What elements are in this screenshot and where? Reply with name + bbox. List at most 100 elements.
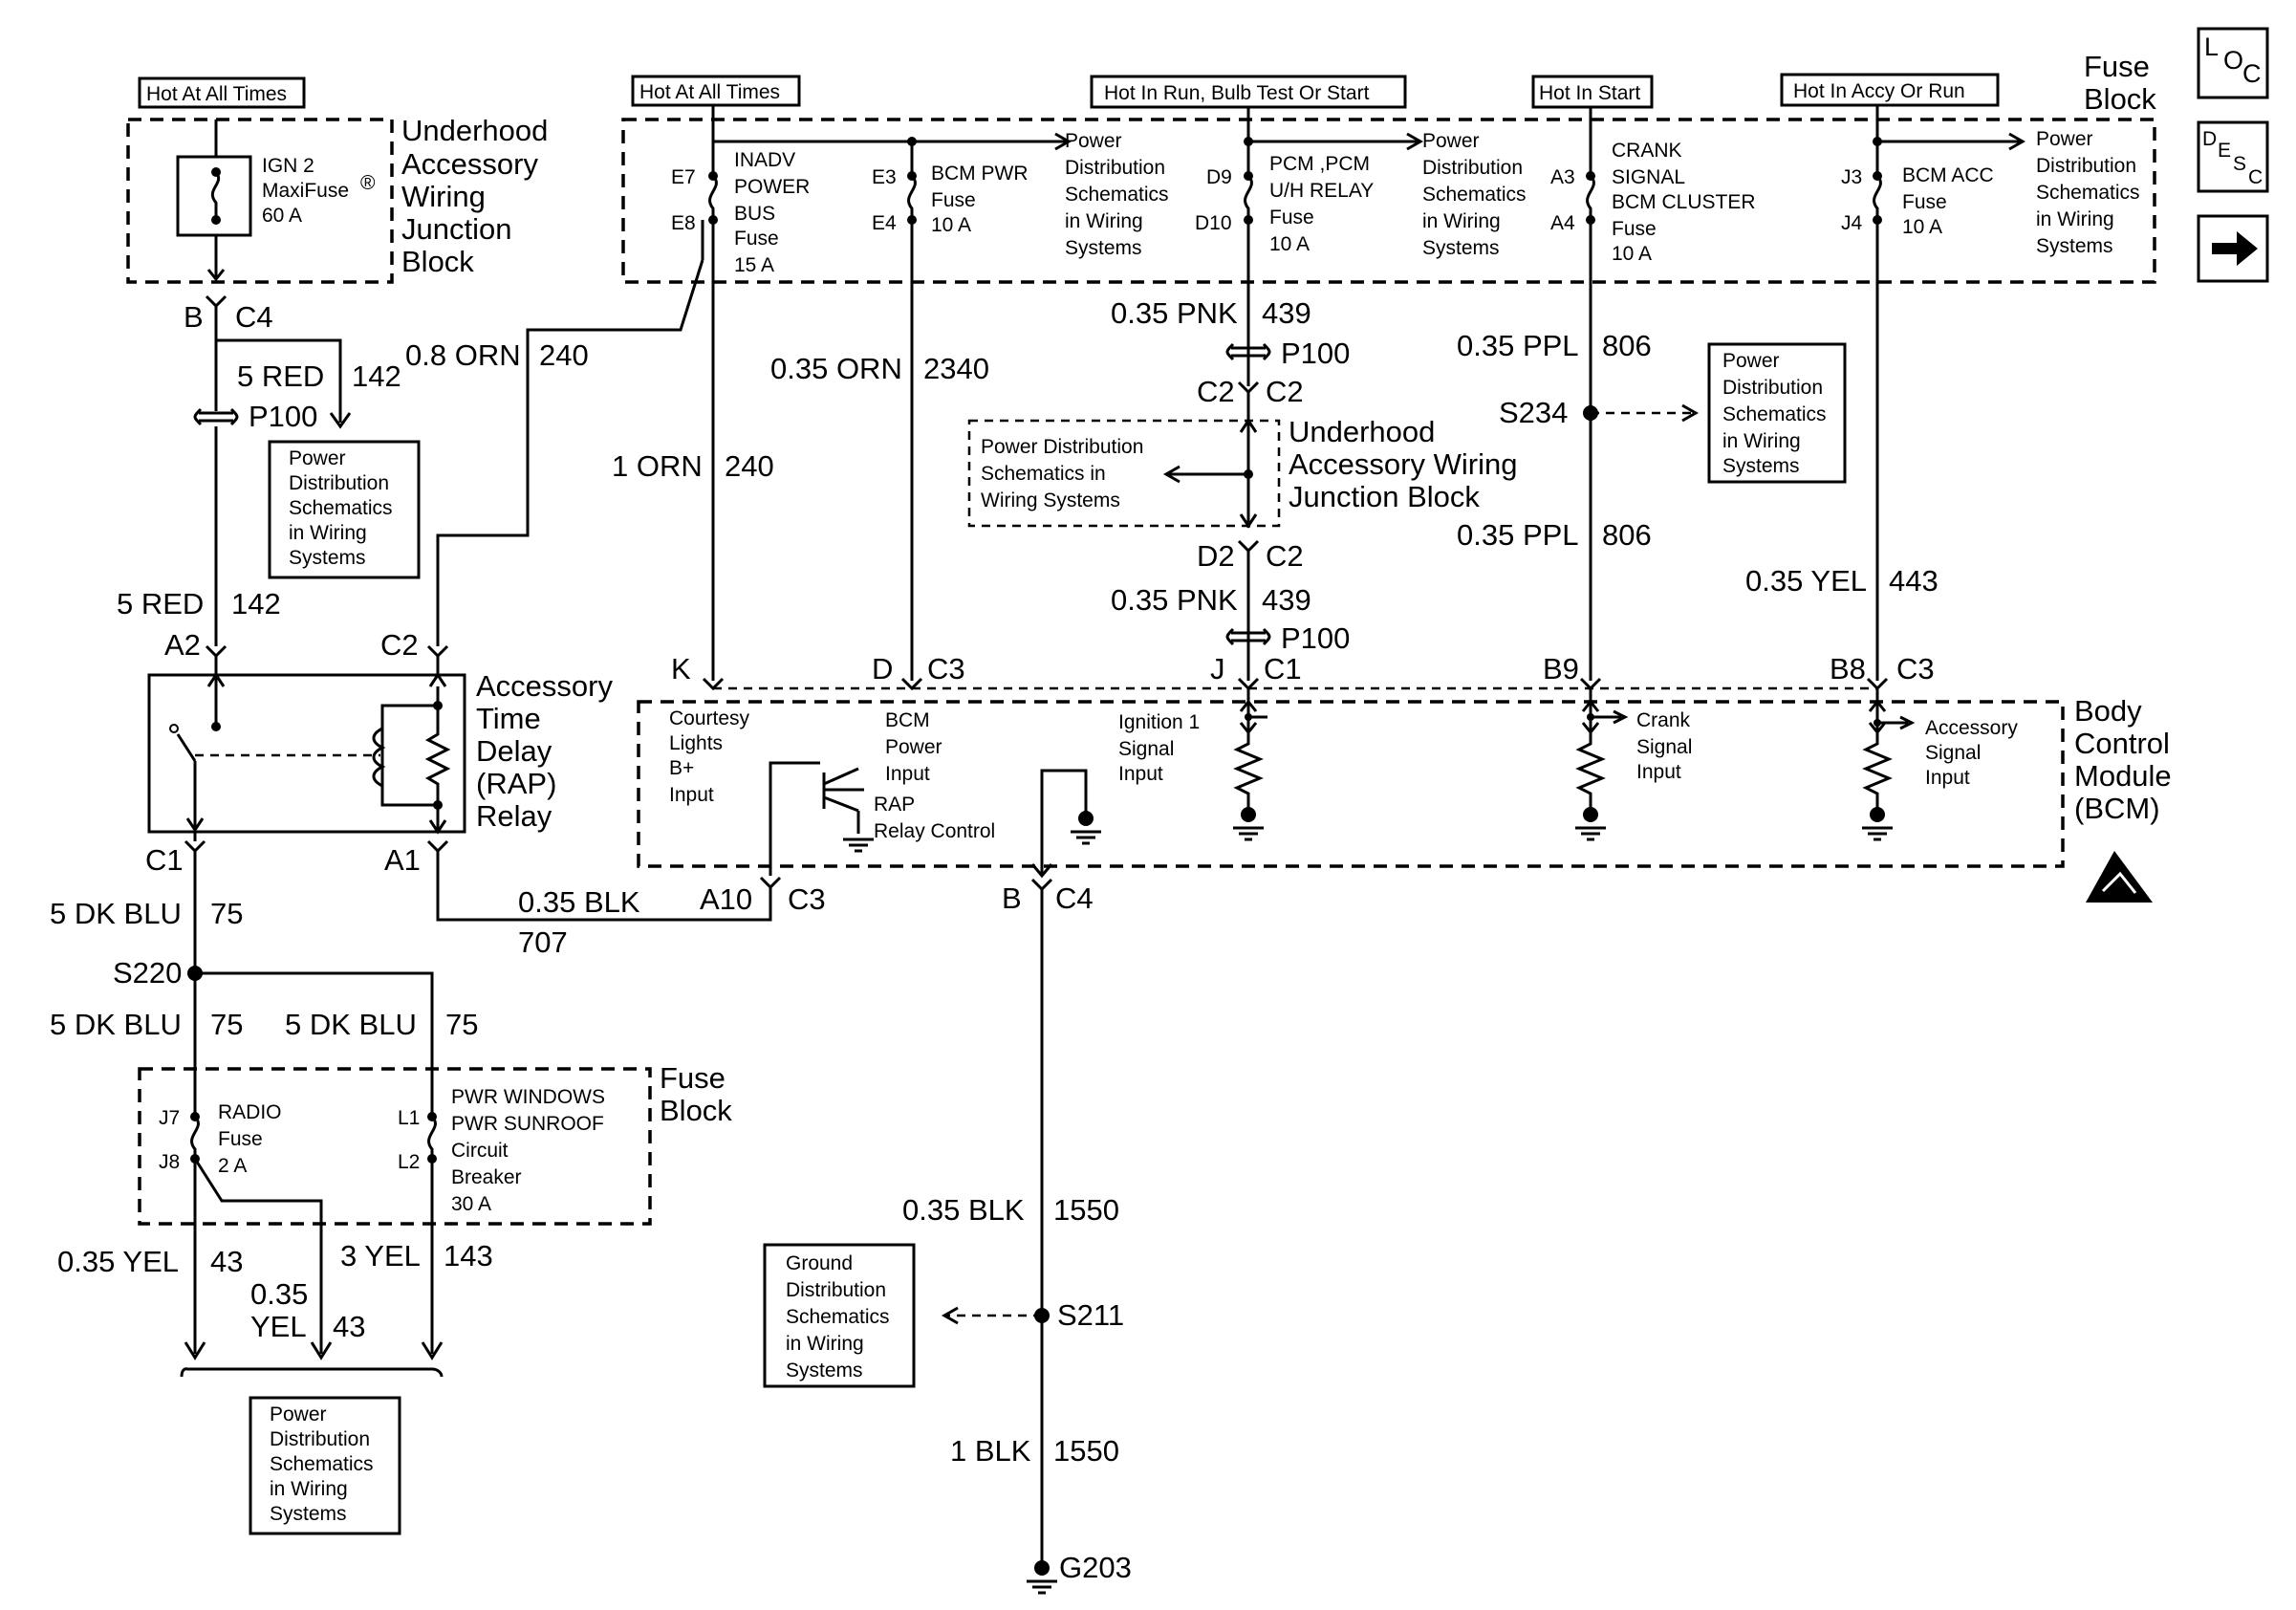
svg-text:J7: J7: [159, 1107, 180, 1129]
svg-text:E8: E8: [671, 212, 696, 234]
svg-text:POWER: POWER: [734, 176, 810, 198]
wire-number-143: 143: [444, 1239, 493, 1273]
svg-text:BCM ACC: BCM ACC: [1902, 164, 1994, 186]
svg-text:U/H RELAY: U/H RELAY: [1269, 180, 1374, 202]
wire-label-5dkblu-3: 5 DK BLU: [285, 1008, 417, 1041]
connector-c3-label-2: C3: [1896, 652, 1935, 685]
hot-label-box-1: [138, 76, 306, 109]
output-bracket: [180, 1367, 444, 1378]
circuit-1550: B C4 0.35 BLK 1550 S211 Ground Distribut…: [763, 878, 1132, 1595]
svg-text:A3: A3: [1550, 166, 1575, 188]
bcm-border: [637, 700, 2065, 868]
svg-text:D10: D10: [1195, 212, 1232, 234]
svg-text:A4: A4: [1550, 212, 1575, 234]
svg-text:10 A: 10 A: [1269, 233, 1310, 255]
svg-text:E3: E3: [872, 166, 897, 188]
connector-c4-symbol: [205, 294, 227, 309]
svg-text:Fuse: Fuse: [1269, 207, 1314, 228]
wire-number-75-3: 75: [445, 1008, 478, 1041]
hot-labels: Hot At All Times Hot At All Times Hot In…: [138, 73, 2000, 109]
connector-c1-label-bcm: C1: [1264, 652, 1302, 685]
top-wire-labels: 0.35 ORN 2340 1 ORN 240: [612, 352, 989, 483]
svg-text:Fuse: Fuse: [734, 228, 779, 250]
desc-icon[interactable]: D E S C: [2197, 120, 2269, 193]
svg-text:Systems: Systems: [289, 547, 366, 569]
svg-text:J8: J8: [159, 1151, 180, 1173]
relay-resistor: [424, 706, 451, 832]
fuse-block-bottom-title-2: Block: [660, 1094, 732, 1127]
wire-label-035ppl-1: 0.35 PPL: [1457, 329, 1579, 362]
wire-label-035ppl-2: 0.35 PPL: [1457, 518, 1579, 552]
crank-fuse-element: [1586, 174, 1595, 220]
relay-coil: [372, 727, 386, 788]
connector-c2-relay-label: C2: [380, 628, 419, 662]
wire-number-2340: 2340: [923, 352, 989, 385]
wire-label-035yel-2b: YEL: [250, 1310, 307, 1343]
svg-text:Power: Power: [1722, 350, 1780, 372]
wire-number-240-b: 240: [725, 449, 774, 483]
maxifuse-label-3: 60 A: [262, 205, 302, 227]
bcm-connectors: K D C3 J C1 B9 B8 C3: [671, 652, 1935, 691]
fuse-block-top-title-2: Block: [2084, 82, 2156, 116]
connector-c4-label: C4: [235, 300, 273, 334]
svg-text:Courtesy: Courtesy: [669, 707, 750, 729]
pds-box-right: [1707, 342, 1847, 484]
next-arrow-icon[interactable]: [2197, 214, 2269, 283]
relay-title-3: Delay: [476, 734, 552, 768]
bcm-title-2: Control: [2074, 727, 2170, 760]
wire-number-1550-1: 1550: [1053, 1193, 1119, 1227]
wire-label-035pnk-1: 0.35 PNK: [1111, 296, 1238, 330]
relay-body: [147, 673, 466, 834]
fuse-block-top-title-1: Fuse: [2084, 50, 2150, 83]
svg-text:Fuse: Fuse: [1612, 218, 1657, 240]
svg-text:E4: E4: [872, 212, 897, 234]
ground-g203-label: G203: [1059, 1551, 1132, 1584]
wire-label-035yel-2a: 0.35: [250, 1277, 308, 1311]
svg-text:S: S: [2233, 153, 2246, 175]
underhood-mid-title-2: Accessory Wiring: [1289, 447, 1517, 481]
pcm-fuse-element: [1244, 174, 1253, 220]
circuit-806: 0.35 PPL 806 S234 Power Distribution Sch…: [1457, 220, 1847, 681]
svg-text:CRANK: CRANK: [1612, 140, 1682, 162]
svg-text:Input: Input: [669, 784, 714, 806]
svg-text:E: E: [2218, 140, 2231, 162]
circuit-707-and-75: 0.35 BLK 707 A10 C3 5 DK BLU 75 S220 5 D…: [50, 851, 826, 1078]
wire-label-5dkblu-1: 5 DK BLU: [50, 897, 182, 930]
wire-number-240: 240: [539, 338, 589, 372]
svg-text:RADIO: RADIO: [218, 1101, 282, 1123]
relay-title-1: Accessory: [476, 669, 613, 703]
hot-label-run: Hot In Run, Bulb Test Or Start: [1104, 82, 1370, 104]
svg-text:in Wiring: in Wiring: [270, 1478, 348, 1500]
svg-text:Breaker: Breaker: [451, 1166, 522, 1188]
connector-c4-bcm-label: C4: [1055, 881, 1094, 915]
underhood-mid-title-1: Underhood: [1289, 415, 1435, 448]
svg-text:Crank: Crank: [1636, 709, 1691, 731]
bcm-title-3: Module: [2074, 759, 2172, 793]
svg-text:BCM: BCM: [885, 709, 930, 731]
connector-c1-relay-label: C1: [145, 843, 184, 877]
svg-text:Accessory: Accessory: [1925, 717, 2018, 739]
svg-text:Schematics: Schematics: [270, 1453, 374, 1475]
loc-icon[interactable]: L O C: [2197, 27, 2269, 99]
svg-text:Power Distribution: Power Distribution: [981, 436, 1143, 458]
inadv-fuse-element: [708, 174, 718, 220]
nav-icons: L O C D E S C: [2197, 27, 2269, 283]
wire-label-035yel-1: 0.35 YEL: [57, 1245, 179, 1278]
svg-text:Power: Power: [885, 736, 942, 758]
svg-text:Distribution: Distribution: [1422, 157, 1523, 179]
connector-c2-label-3: C2: [1266, 539, 1304, 573]
wire-number-43-1: 43: [210, 1245, 243, 1278]
wire-label-3yel: 3 YEL: [340, 1239, 421, 1273]
svg-text:Fuse: Fuse: [1902, 191, 1947, 213]
hot-label-always-2: Hot At All Times: [639, 81, 780, 103]
svg-text:B+: B+: [669, 757, 694, 779]
circuit-439: 0.35 PNK 439 P100 C2 C2 Power Distributi…: [967, 220, 1517, 681]
hot-label-accy: Hot In Accy Or Run: [1793, 80, 1965, 102]
svg-text:Systems: Systems: [786, 1360, 863, 1382]
wire-number-75-1: 75: [210, 897, 243, 930]
svg-text:SIGNAL: SIGNAL: [1612, 166, 1685, 188]
connector-p100-label-1: P100: [249, 400, 317, 433]
fuse-block-bottom: Fuse Block J7 J8 RADIO Fuse 2 A L1 L2 PW…: [138, 1061, 732, 1226]
svg-text:Schematics: Schematics: [786, 1306, 890, 1328]
svg-text:D: D: [2202, 128, 2217, 150]
